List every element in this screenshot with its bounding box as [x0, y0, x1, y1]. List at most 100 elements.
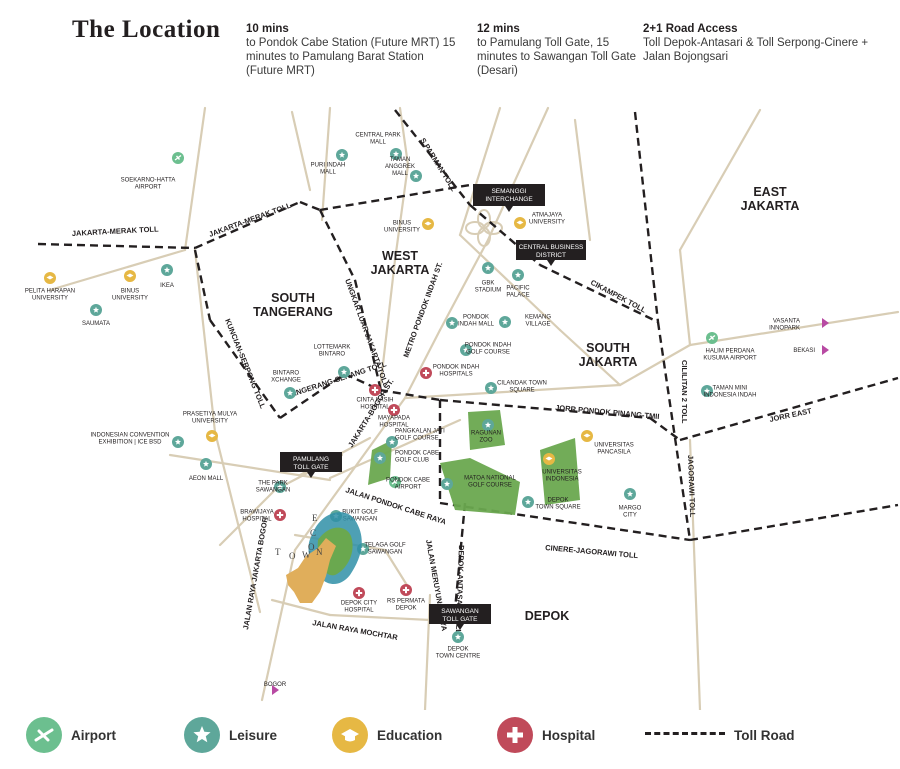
eco-town-letter: O [289, 551, 296, 561]
road-11 [260, 548, 297, 702]
info-block-mrt: 10 mins to Pondok Cabe Station (Future M… [246, 22, 461, 78]
place-label: BEKASI [793, 348, 815, 354]
callout-pointer [307, 472, 315, 478]
toll-road-10 [394, 109, 471, 206]
info-text: Toll Depok-Antasari & Toll Serpong-Ciner… [643, 37, 869, 63]
toll-road-21 [453, 502, 467, 611]
road-label-jorr-east: JORR EAST [769, 406, 813, 424]
callout-box [429, 604, 491, 624]
place-aeon-mall[interactable]: AEON MALL [189, 458, 224, 482]
eco-town-letter: E [312, 513, 318, 523]
road-18 [688, 310, 900, 347]
place-label: BOGOR [264, 682, 287, 688]
toll-road-14 [656, 321, 692, 541]
road-16 [403, 383, 622, 400]
legend-item-leisure: Leisure [184, 715, 277, 755]
toll-road-5 [209, 319, 281, 419]
cross-icon [497, 717, 533, 753]
road-6 [458, 106, 502, 237]
legend-label: Education [377, 727, 443, 743]
place-bogor[interactable]: BOGOR [264, 682, 287, 695]
place-ikea[interactable]: IKEA [160, 264, 174, 289]
callout-pointer [547, 260, 555, 266]
page-title: The Location [72, 16, 221, 43]
road-32 [48, 248, 187, 292]
toll-road-22 [379, 388, 441, 402]
airport-icon [26, 717, 62, 753]
place-saumata[interactable]: SAUMATA [82, 304, 110, 327]
legend-item-hospital: Hospital [497, 715, 595, 755]
info-heading: 12 mins [477, 23, 520, 35]
road-9 [403, 328, 442, 400]
pin-icon [822, 318, 829, 328]
toll-road-2 [299, 200, 321, 212]
eco-town-letter: T [275, 547, 281, 557]
place-bekasi[interactable]: BEKASI [793, 345, 829, 355]
road-3 [290, 110, 312, 192]
road-label-s-parman-toll: S.PARMAN TOLL [418, 136, 458, 193]
road-label-cililitan-2-toll: CILILITAN 2 TOLL [680, 360, 689, 424]
callout-pointer [505, 206, 513, 212]
road-label-jakarta-merak-toll: JAKARTA-MERAK TOLL [208, 201, 293, 239]
toll-road-13 [633, 111, 660, 323]
